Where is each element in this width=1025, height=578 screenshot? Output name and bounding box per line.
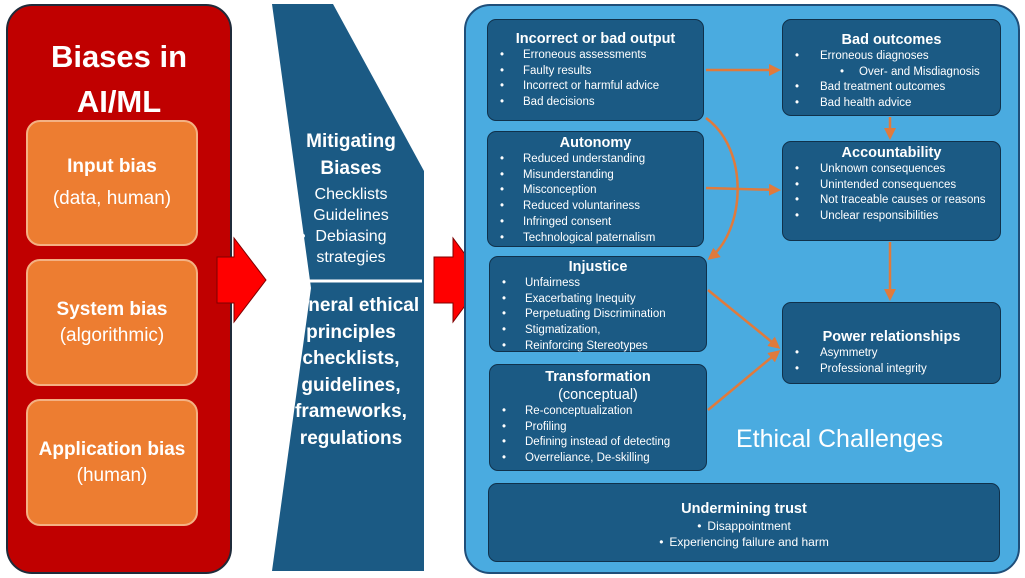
card-autonomy-list: Reduced understanding Misunderstanding M…	[488, 152, 703, 246]
mitigating-biases-block: Mitigating Biases Checklists Guidelines …	[276, 128, 426, 268]
card-transformation: Transformation (conceptual) Re-conceptua…	[489, 364, 707, 471]
list-item: Asymmetry	[783, 346, 1000, 362]
mitigating-biases-heading: Mitigating Biases	[306, 131, 396, 179]
list-item: Bad health advice	[783, 96, 1000, 112]
list-item: Professional integrity	[783, 362, 1000, 378]
card-autonomy-title: Autonomy	[559, 135, 632, 151]
list-item: Unknown consequences	[783, 162, 1000, 178]
list-item: Exacerbating Inequity	[490, 292, 706, 308]
card-undermining-trust: Undermining trust Disappointment Experie…	[488, 483, 1000, 562]
list-item: Profiling	[490, 420, 706, 436]
application-bias-title: Application bias	[38, 438, 186, 460]
card-incorrect-output: Incorrect or bad output Erroneous assess…	[487, 19, 704, 121]
list-item: Debiasing strategies	[296, 226, 406, 268]
list-item: Reduced understanding	[488, 152, 703, 168]
input-bias-title: Input bias	[67, 156, 157, 177]
application-bias-subtitle: (human)	[76, 464, 148, 486]
card-transformation-subtitle: (conceptual)	[558, 387, 638, 403]
list-item: Stigmatization,	[490, 323, 706, 339]
card-bad-outcomes: Bad outcomes Erroneous diagnoses Over- a…	[782, 19, 1001, 116]
card-injustice-title: Injustice	[568, 259, 628, 275]
list-item: Over- and Misdiagnosis	[783, 65, 1000, 81]
list-item: Overreliance, De-skilling	[490, 451, 706, 467]
system-bias-box: System bias (algorithmic)	[26, 259, 198, 386]
list-item: Erroneous diagnoses	[783, 49, 1000, 65]
card-outcomes-title: Bad outcomes	[841, 32, 942, 48]
mitigating-list: Checklists Guidelines Debiasing strategi…	[276, 184, 426, 268]
list-item: Bad decisions	[488, 95, 703, 111]
card-incorrect-list: Erroneous assessments Faulty results Inc…	[488, 48, 703, 111]
list-item: Reduced voluntariness	[488, 199, 703, 215]
system-bias-title: System bias	[56, 298, 168, 320]
card-power-title: Power relationships	[822, 329, 961, 345]
list-item: Incorrect or harmful advice	[488, 79, 703, 95]
mitigation-chevron	[272, 4, 424, 571]
list-item: Unclear responsibilities	[783, 209, 1000, 225]
card-power-relationships: Power relationships Asymmetry Profession…	[782, 302, 1001, 384]
input-bias-box: Input bias (data, human)	[26, 120, 198, 246]
list-item: Reinforcing Stereotypes	[490, 339, 706, 355]
list-item: Faulty results	[488, 64, 703, 80]
ethical-challenges-title: Ethical Challenges	[736, 425, 944, 453]
card-trust-list: Disappointment Experiencing failure and …	[489, 518, 999, 550]
red-arrow-left	[216, 236, 267, 324]
list-item: Erroneous assessments	[488, 48, 703, 64]
list-item: Infringed consent	[488, 215, 703, 231]
list-item: Defining instead of detecting	[490, 435, 706, 451]
list-item: Perpetuating Discrimination	[490, 307, 706, 323]
card-accountability-title: Accountability	[841, 145, 942, 161]
list-item: Technological paternalism	[488, 231, 703, 247]
application-bias-box: Application bias (human)	[26, 399, 198, 526]
biases-title: Biases in AI/ML	[50, 39, 188, 119]
list-item: Unfairness	[490, 276, 706, 292]
card-transformation-title: Transformation	[545, 369, 651, 385]
list-item: Not traceable causes or reasons	[783, 193, 1000, 209]
list-item: Unintended consequences	[783, 178, 1000, 194]
list-item: Misunderstanding	[488, 168, 703, 184]
general-principles-text: General ethical principles checklists, g…	[282, 295, 420, 449]
list-item: Re-conceptualization	[490, 404, 706, 420]
card-incorrect-title: Incorrect or bad output	[515, 31, 676, 47]
card-injustice: Injustice Unfairness Exacerbating Inequi…	[489, 256, 707, 355]
card-transformation-list: Re-conceptualization Profiling Defining …	[490, 404, 706, 467]
card-accountability: Accountability Unknown consequences Unin…	[782, 141, 1001, 241]
list-item: Disappointment	[489, 518, 999, 534]
card-accountability-list: Unknown consequences Unintended conseque…	[783, 162, 1000, 225]
list-item: Experiencing failure and harm	[489, 534, 999, 550]
card-outcomes-list: Erroneous diagnoses Over- and Misdiagnos…	[783, 49, 1000, 112]
list-item: Checklists	[276, 184, 426, 205]
card-power-list: Asymmetry Professional integrity	[783, 346, 1000, 377]
system-bias-subtitle: (algorithmic)	[59, 324, 165, 346]
list-item: Bad treatment outcomes	[783, 80, 1000, 96]
list-item: Misconception	[488, 183, 703, 199]
card-injustice-list: Unfairness Exacerbating Inequity Perpetu…	[490, 276, 706, 355]
card-trust-title: Undermining trust	[681, 501, 807, 517]
input-bias-subtitle: (data, human)	[52, 188, 172, 209]
card-autonomy: Autonomy Reduced understanding Misunders…	[487, 131, 704, 247]
list-item: Guidelines	[276, 205, 426, 226]
